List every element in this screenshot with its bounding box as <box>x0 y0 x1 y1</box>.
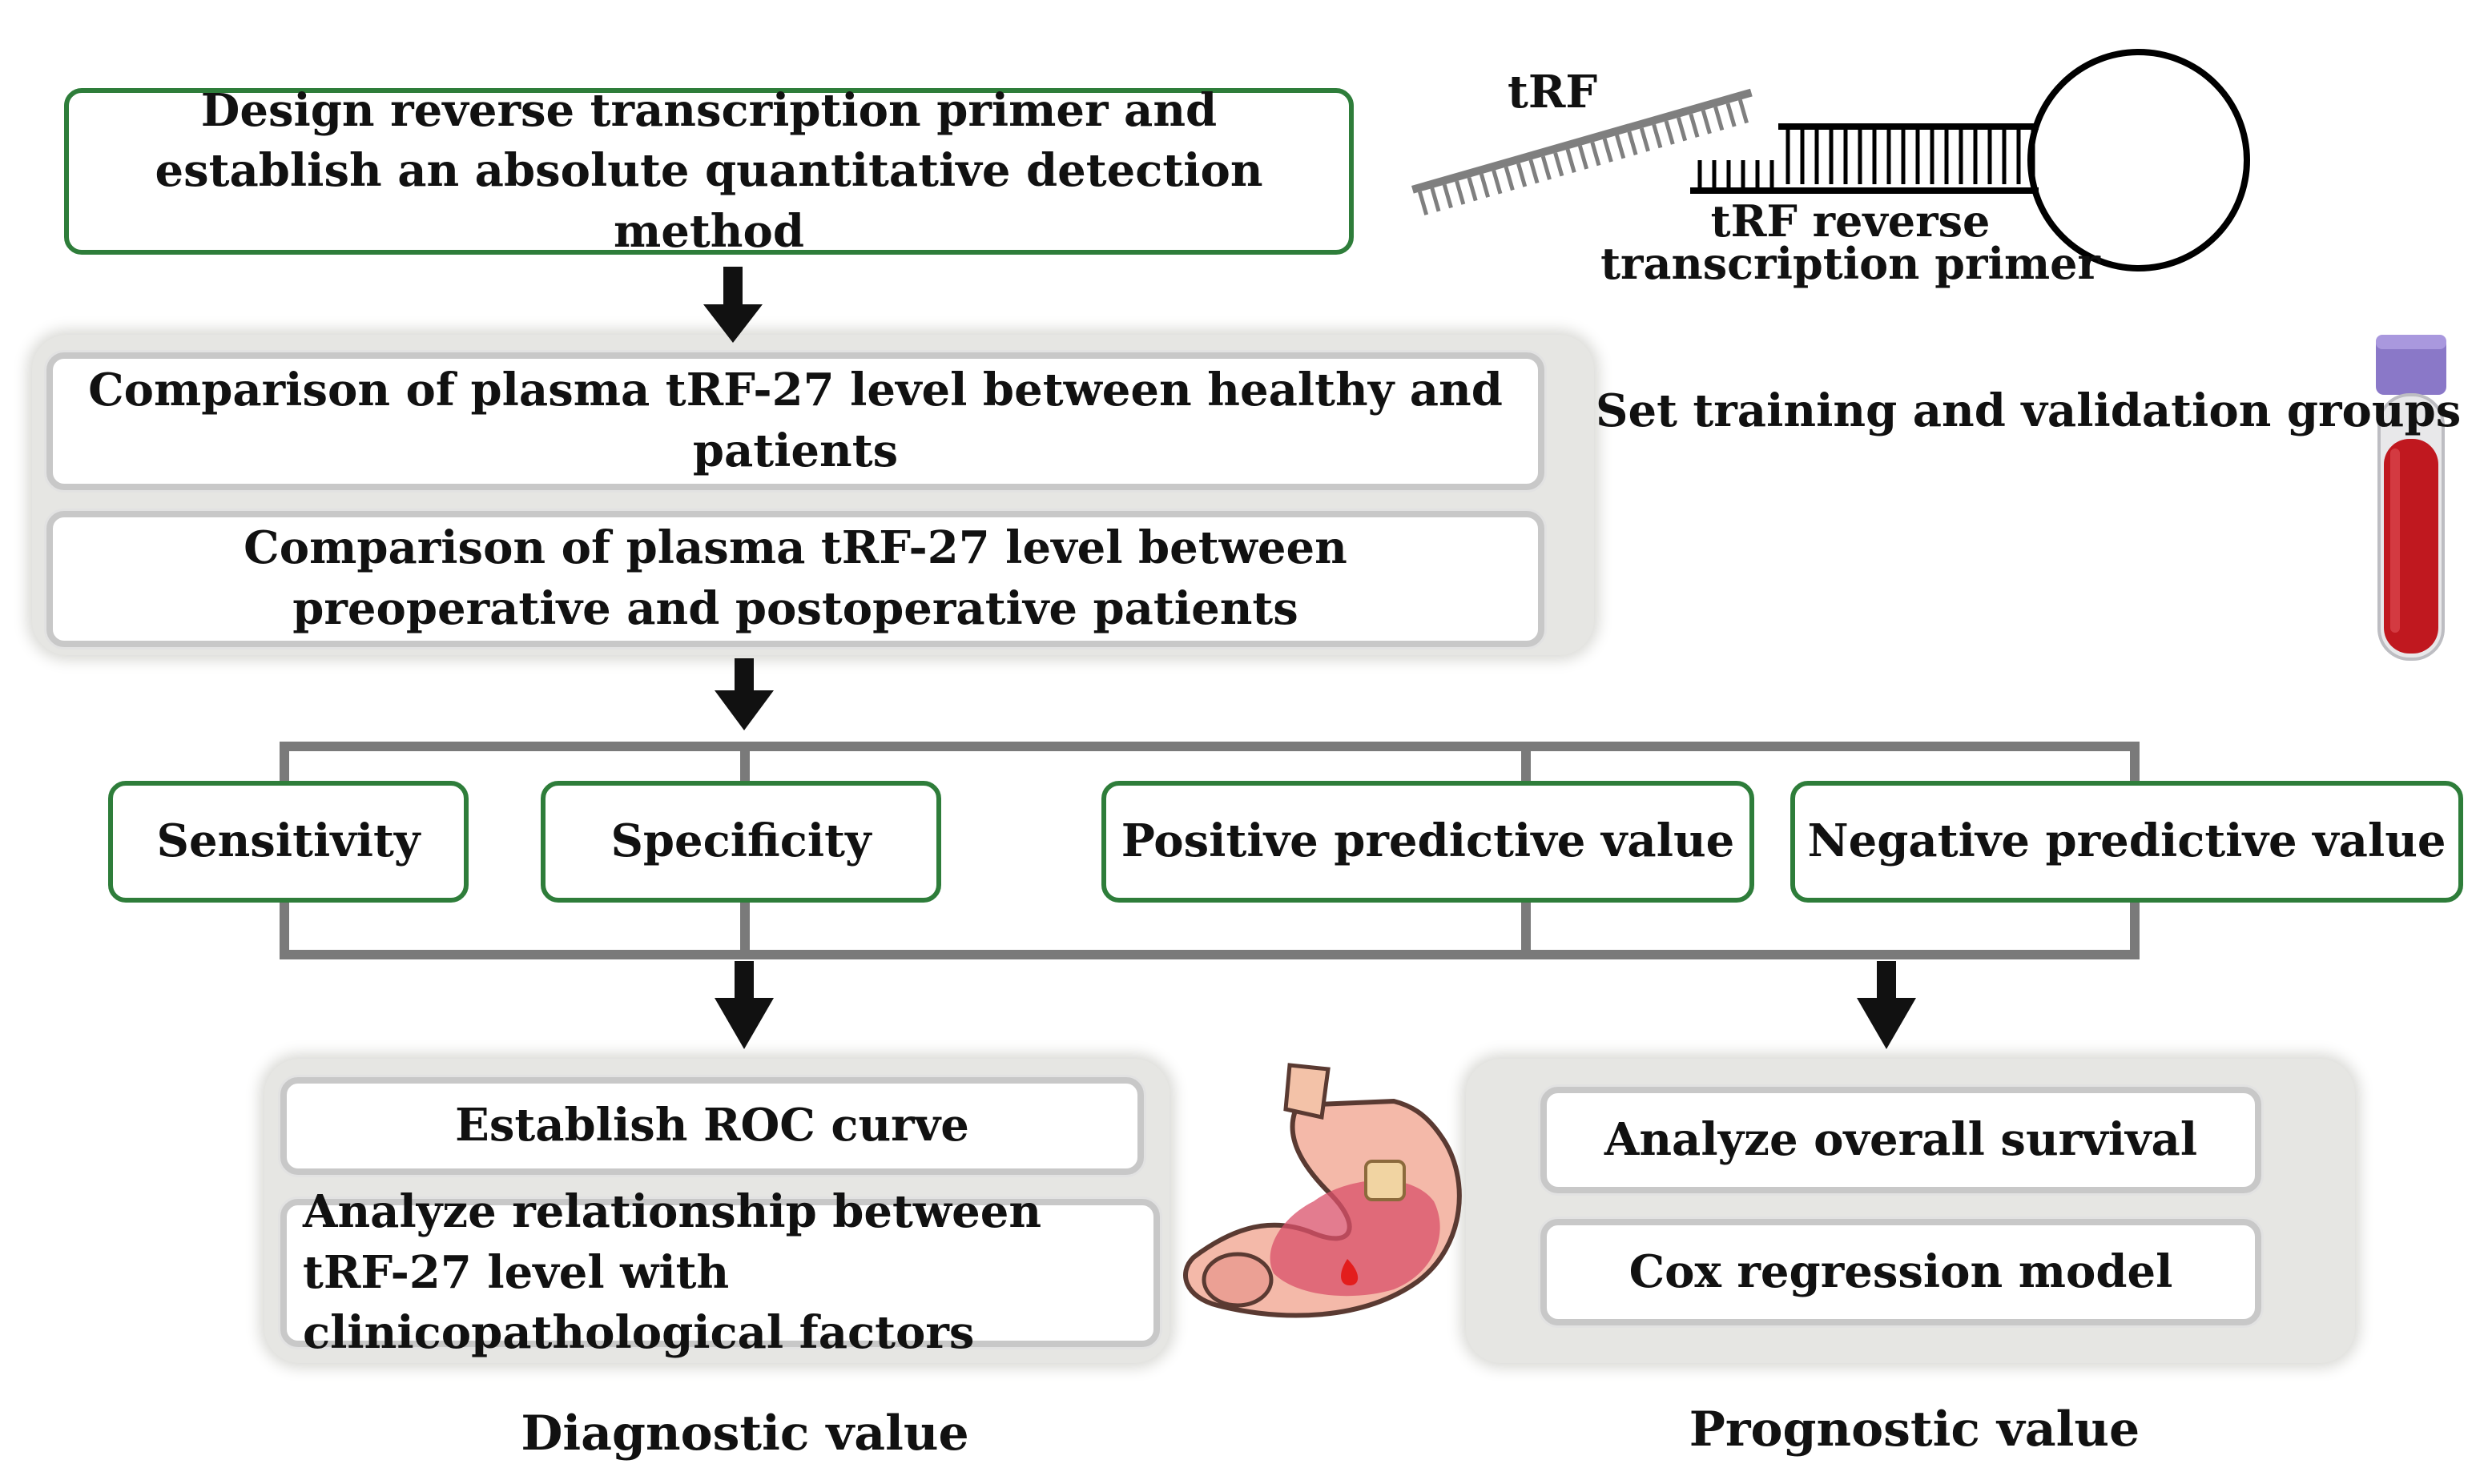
trf-label: tRF <box>1508 66 1598 119</box>
cox-regression-text: Cox regression model <box>1628 1245 2173 1298</box>
specificity-label: Specificity <box>610 814 872 868</box>
primer-design-text: Design reverse transcription primer and … <box>155 83 1263 258</box>
flow-arrows <box>703 267 1916 1049</box>
groups-label: Set training and validation groups <box>1596 384 2462 437</box>
primer-label: tRF reverse transcription primer <box>1600 195 2100 289</box>
sensitivity-box: Sensitivity <box>108 781 469 903</box>
npv-box: Negative predictive value <box>1790 781 2463 903</box>
pre-vs-post-box: Comparison of plasma tRF-27 level betwee… <box>46 511 1544 647</box>
overall-survival-box: Analyze overall survival <box>1540 1087 2261 1193</box>
healthy-vs-patients-text: Comparison of plasma tRF-27 level betwee… <box>88 364 1503 477</box>
arrow-down-icon <box>715 658 774 730</box>
ppv-box: Positive predictive value <box>1101 781 1754 903</box>
stem-loop-primer-icon <box>1690 49 2250 271</box>
overall-survival-text: Analyze overall survival <box>1604 1112 2198 1166</box>
specificity-box: Specificity <box>541 781 941 903</box>
blood-tube-icon <box>2376 335 2446 661</box>
primer-design-step: Design reverse transcription primer and … <box>64 84 1354 258</box>
sensitivity-label: Sensitivity <box>156 814 421 868</box>
pre-vs-post-text: Comparison of plasma tRF-27 level betwee… <box>244 521 1347 635</box>
ppv-label: Positive predictive value <box>1121 814 1735 868</box>
roc-curve-text: Establish ROC curve <box>455 1099 969 1152</box>
arrow-down-icon <box>1857 961 1916 1049</box>
arrow-down-icon <box>715 961 774 1049</box>
roc-curve-box: Establish ROC curve <box>280 1077 1144 1175</box>
arrow-down-icon <box>703 267 763 343</box>
npv-label: Negative predictive value <box>1807 814 2446 868</box>
healthy-vs-patients-box: Comparison of plasma tRF-27 level betwee… <box>46 352 1544 490</box>
prognostic-caption: Prognostic value <box>1689 1402 2140 1458</box>
stomach-icon <box>1183 1063 1462 1318</box>
cox-regression-box: Cox regression model <box>1540 1219 2261 1325</box>
diagnostic-caption: Diagnostic value <box>521 1406 969 1462</box>
clinicopathological-box: Analyze relationship between tRF-27 leve… <box>280 1185 1160 1359</box>
trf-strand-icon <box>1411 88 1753 215</box>
clinicopathological-text: Analyze relationship between tRF-27 leve… <box>303 1185 1042 1360</box>
